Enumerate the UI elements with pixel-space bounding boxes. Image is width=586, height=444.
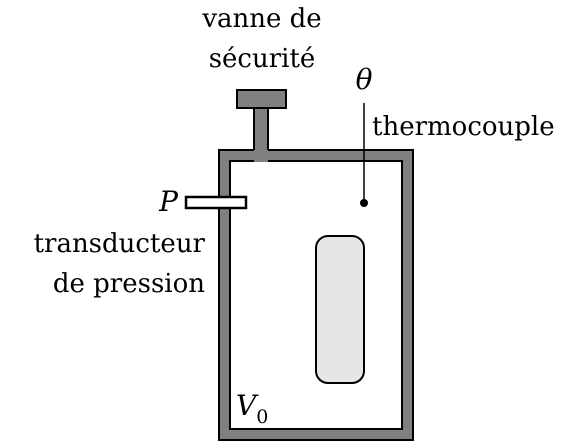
thermocouple-tip [360, 199, 368, 207]
pressure-transducer-probe [184, 195, 248, 210]
volume-subscript: 0 [256, 406, 268, 428]
valve-stem [254, 108, 268, 162]
valve-cap [236, 89, 287, 109]
valve-label-line1: vanne de [201, 4, 321, 34]
volume-symbol: V [236, 389, 259, 422]
transducer-label-line1: transducteur [34, 229, 206, 259]
transducer-label-line2: de pression [53, 269, 205, 299]
thermocouple-label: thermocouple [372, 112, 555, 142]
volume-label: V0 [236, 389, 268, 428]
temperature-symbol: θ [356, 63, 373, 96]
pressure-symbol: P [158, 185, 179, 218]
valve-label-line2: sécurité [209, 44, 316, 74]
sample-capsule [315, 235, 365, 384]
